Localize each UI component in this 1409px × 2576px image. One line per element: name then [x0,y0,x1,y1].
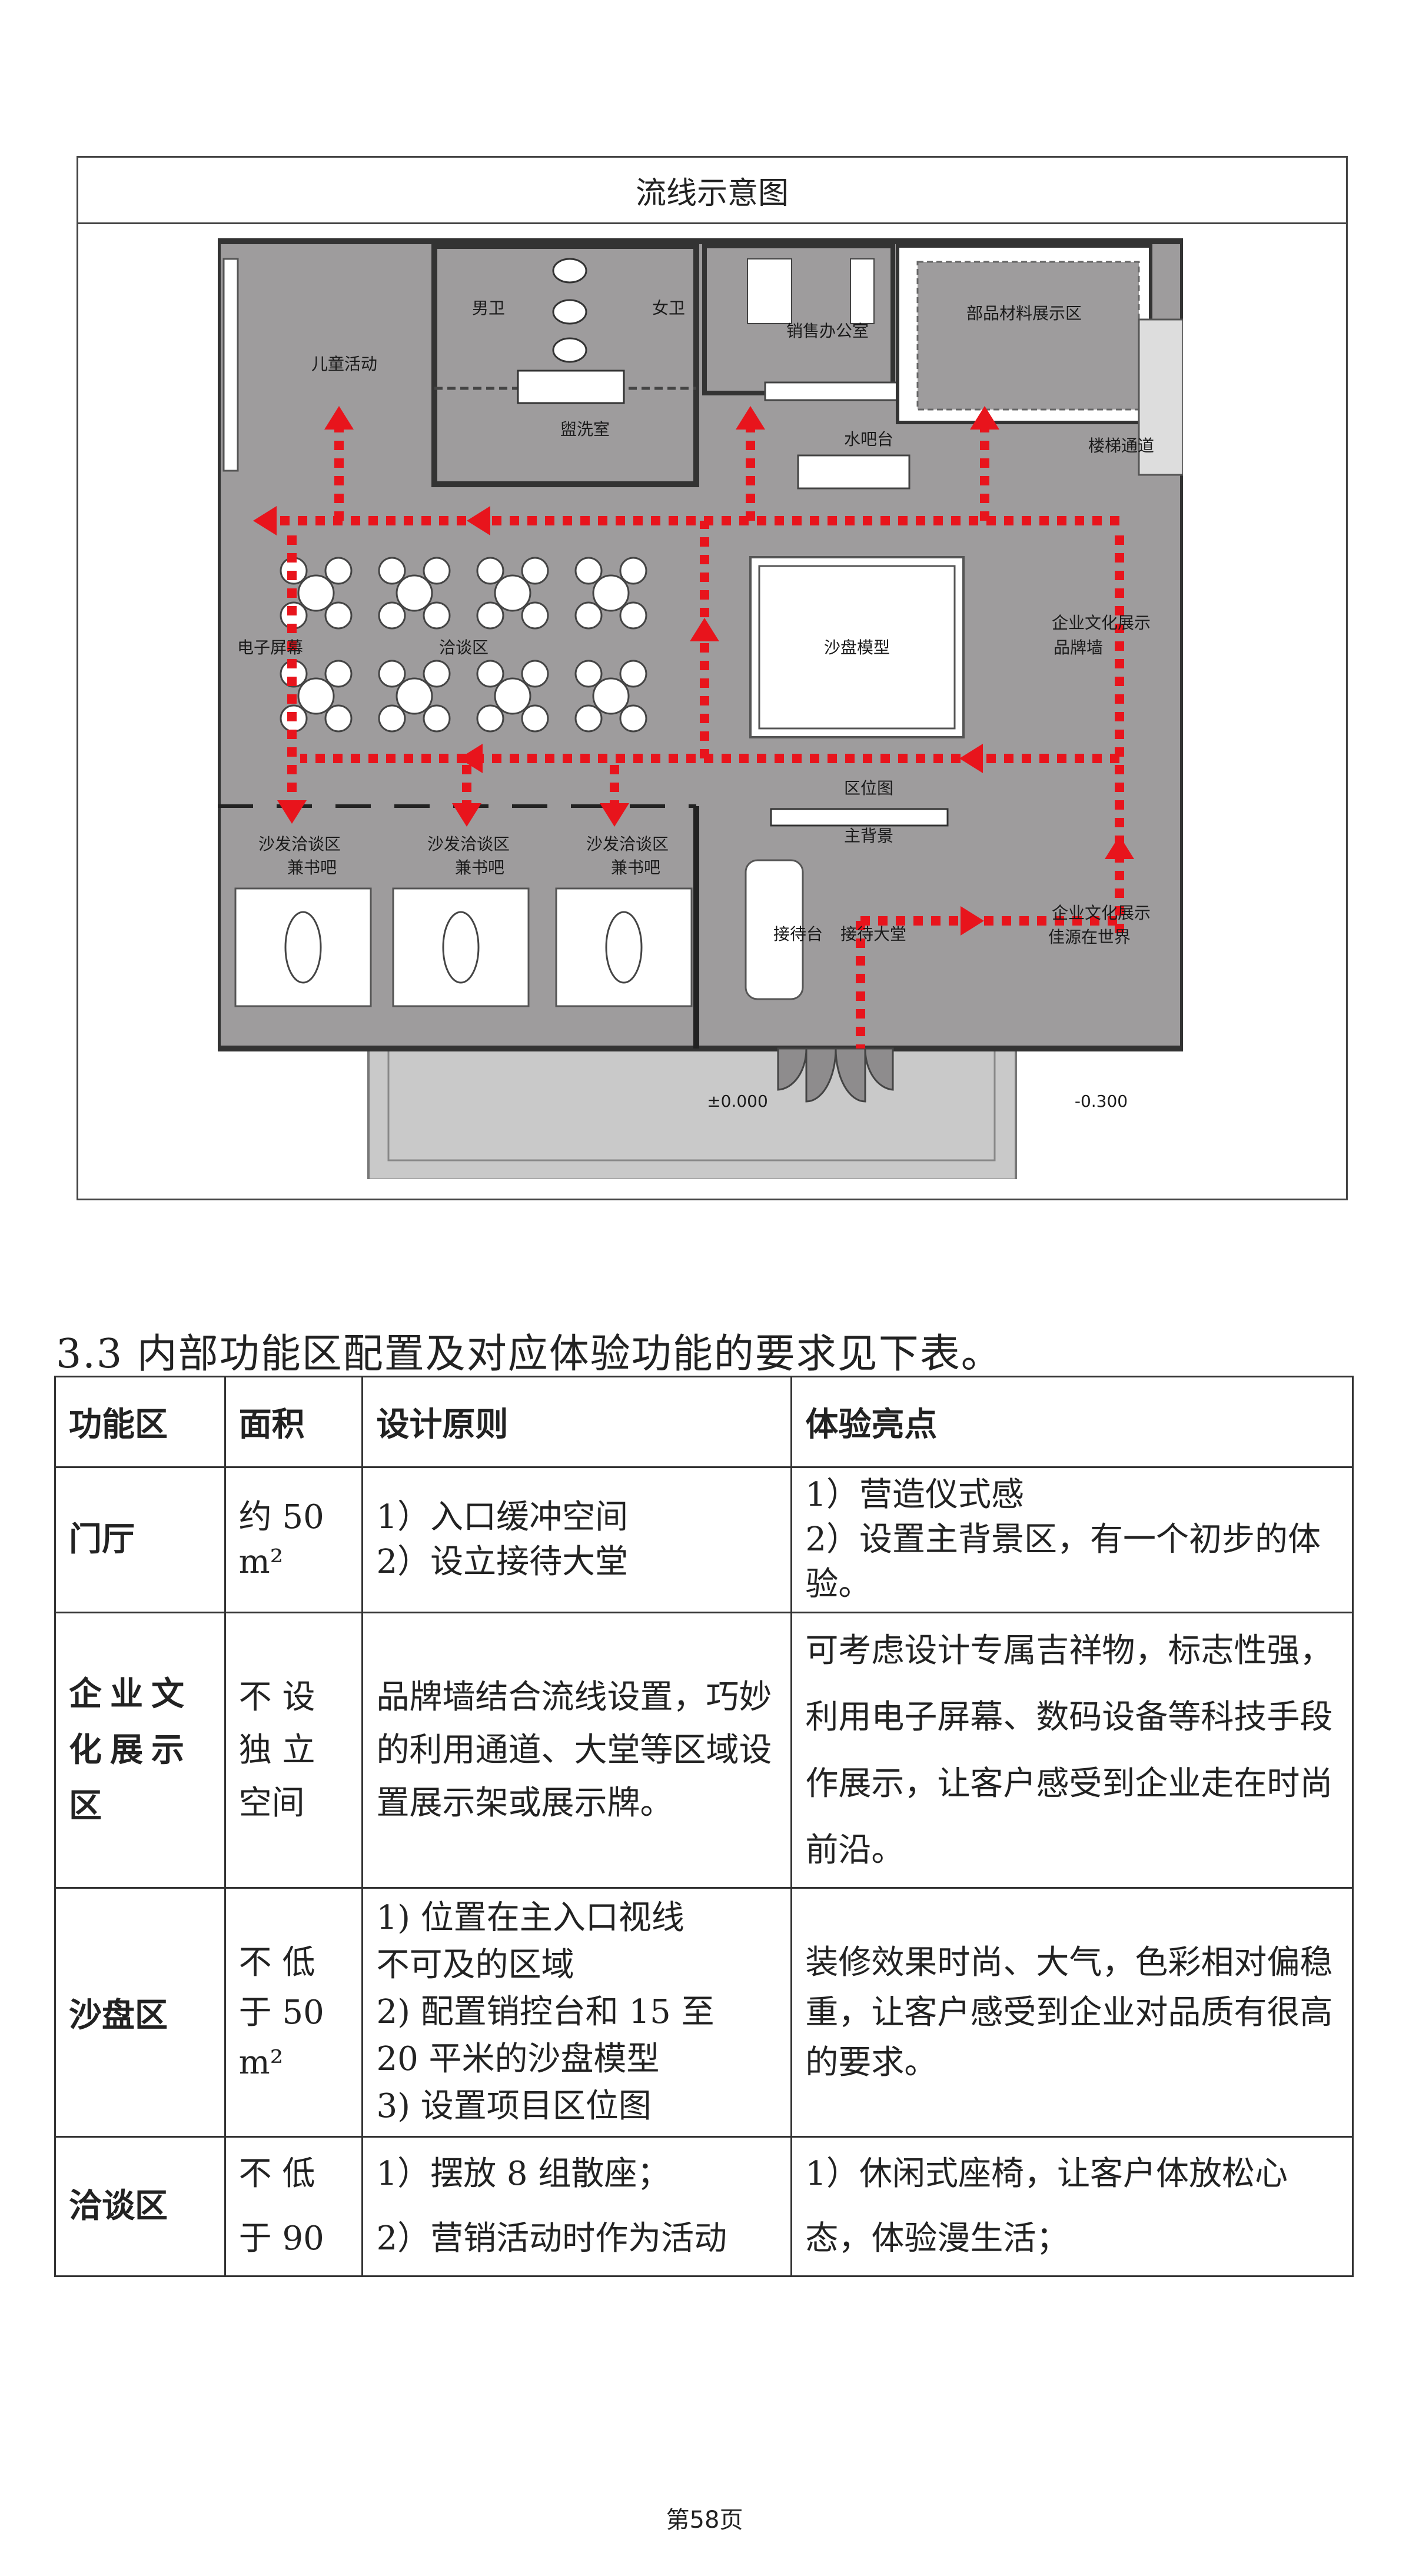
seating-group [574,660,647,733]
label-sofa-3: 沙发洽谈区 [586,834,669,854]
label-sales-office: 销售办公室 [786,321,869,341]
cell-highlight: 1）营造仪式感 2）设置主背景区，有一个初步的体验。 [790,1466,1354,1613]
cell-principle: 1）摆放 8 组散座； 2）营销活动时作为活动 [361,2136,793,2277]
cell-highlight: 装修效果时尚、大气，色彩相对偏稳重，让客户感受到企业对品质有很高的要求。 [790,1887,1354,2138]
stairs [1138,318,1183,476]
cell-highlight: 1）休闲式座椅，让客户体放松心态，体验漫生活； [790,2136,1354,2277]
cell-principle: 1) 位置在主入口视线 不可及的区域 2) 配置销控台和 15 至 20 平米的… [361,1887,793,2138]
header-principle: 设计原则 [361,1376,793,1468]
porch-area [367,1047,1017,1179]
sofa-group [234,887,372,1007]
cell-zone: 门厅 [54,1466,226,1613]
floor-plan: 儿童活动 男卫 女卫 盥洗室 销售办公室 部品材料展示区 楼梯通道 水吧台 沙盘… [218,238,1183,1179]
sofa-group [392,887,530,1007]
seating-group [378,660,451,733]
cell-area: 不 设 独 立 空间 [224,1612,364,1889]
level-0: ±0.000 [707,1091,768,1111]
label-water-bar: 水吧台 [844,430,893,449]
label-kids: 儿童活动 [311,354,377,374]
label-book-bar-3: 兼书吧 [611,858,660,877]
materials-display-area [916,261,1140,411]
water-bar-counter [797,454,910,490]
label-negotiation: 洽谈区 [439,638,489,657]
table-header-row: 功能区 面积 设计原则 体验亮点 [54,1376,1354,1468]
label-location-map: 区位图 [844,778,893,798]
seating-group [378,557,451,630]
sandbox-model [749,556,965,738]
label-sofa-2: 沙发洽谈区 [427,834,510,854]
table-row: 沙盘区 不 低 于 50 m² 1) 位置在主入口视线 不可及的区域 2) 配置… [54,1887,1354,2138]
label-culture-world-b: 佳源在世界 [1048,927,1131,947]
label-screen: 电子屏幕 [237,638,303,657]
label-men: 男卫 [472,298,505,318]
label-sandbox: 沙盘模型 [824,638,890,657]
label-culture-wall-a: 企业文化展示 [1052,613,1151,633]
header-zone: 功能区 [54,1376,226,1468]
sinks [517,370,625,404]
label-reception-hall: 接待大堂 [840,924,906,944]
label-stairs: 楼梯通道 [1088,436,1154,455]
table-row: 企业文 化展示 区 不 设 独 立 空间 品牌墙结合流线设置，巧妙的利用通道、大… [54,1612,1354,1889]
label-culture-world-a: 企业文化展示 [1052,903,1151,923]
flow-diagram-figure: 流线示意图 [77,156,1348,1200]
label-materials: 部品材料展示区 [966,304,1082,323]
header-highlight: 体验亮点 [790,1376,1354,1468]
label-main-background: 主背景 [844,826,893,846]
level-minus-0-3: -0.300 [1075,1091,1128,1111]
cell-principle: 1）入口缓冲空间 2）设立接待大堂 [361,1466,793,1613]
label-washroom: 盥洗室 [560,420,610,439]
entrance-doors [777,1047,894,1103]
label-book-bar-1: 兼书吧 [287,858,337,877]
main-background-wall [770,808,949,827]
table-row: 门厅 约 50 m² 1）入口缓冲空间 2）设立接待大堂 1）营造仪式感 2）设… [54,1466,1354,1613]
cell-area: 不 低 于 50 m² [224,1887,364,2138]
figure-title: 流线示意图 [78,158,1346,224]
cell-zone: 洽谈区 [54,2136,226,2277]
cell-area: 约 50 m² [224,1466,364,1613]
seating-group [476,660,549,733]
seating-group [476,557,549,630]
flow-arrows [253,406,1134,1049]
page-number: 第58页 [666,2507,743,2534]
reception-desk [745,859,804,1000]
toilets [552,258,587,363]
section-heading: 3.3 内部功能区配置及对应体验功能的要求见下表。 [56,1331,1002,1377]
label-culture-wall-b: 品牌墙 [1054,638,1103,657]
sofa-groups [234,887,693,1007]
seating-groups [280,557,647,733]
function-zone-table: 功能区 面积 设计原则 体验亮点 门厅 约 50 m² 1）入口缓冲空间 2）设… [54,1376,1354,2277]
seating-group [574,557,647,630]
cell-zone: 沙盘区 [54,1887,226,2138]
sofa-group [555,887,693,1007]
cell-zone: 企业文 化展示 区 [54,1612,226,1889]
label-reception-desk: 接待台 [773,924,823,944]
label-women: 女卫 [652,298,685,318]
restroom-block [431,243,699,487]
label-sofa-1: 沙发洽谈区 [258,834,341,854]
label-book-bar-2: 兼书吧 [455,858,504,877]
cell-area: 不 低 于 90 [224,2136,364,2277]
cell-highlight: 可考虑设计专属吉祥物，标志性强，利用电子屏幕、数码设备等科技手段作展示，让客户感… [790,1612,1354,1889]
cell-principle: 品牌墙结合流线设置，巧妙的利用通道、大堂等区域设置展示架或展示牌。 [361,1612,793,1889]
seating-group [280,660,353,733]
header-area: 面积 [224,1376,364,1468]
table-row: 洽谈区 不 低 于 90 1）摆放 8 组散座； 2）营销活动时作为活动 1）休… [54,2136,1354,2277]
